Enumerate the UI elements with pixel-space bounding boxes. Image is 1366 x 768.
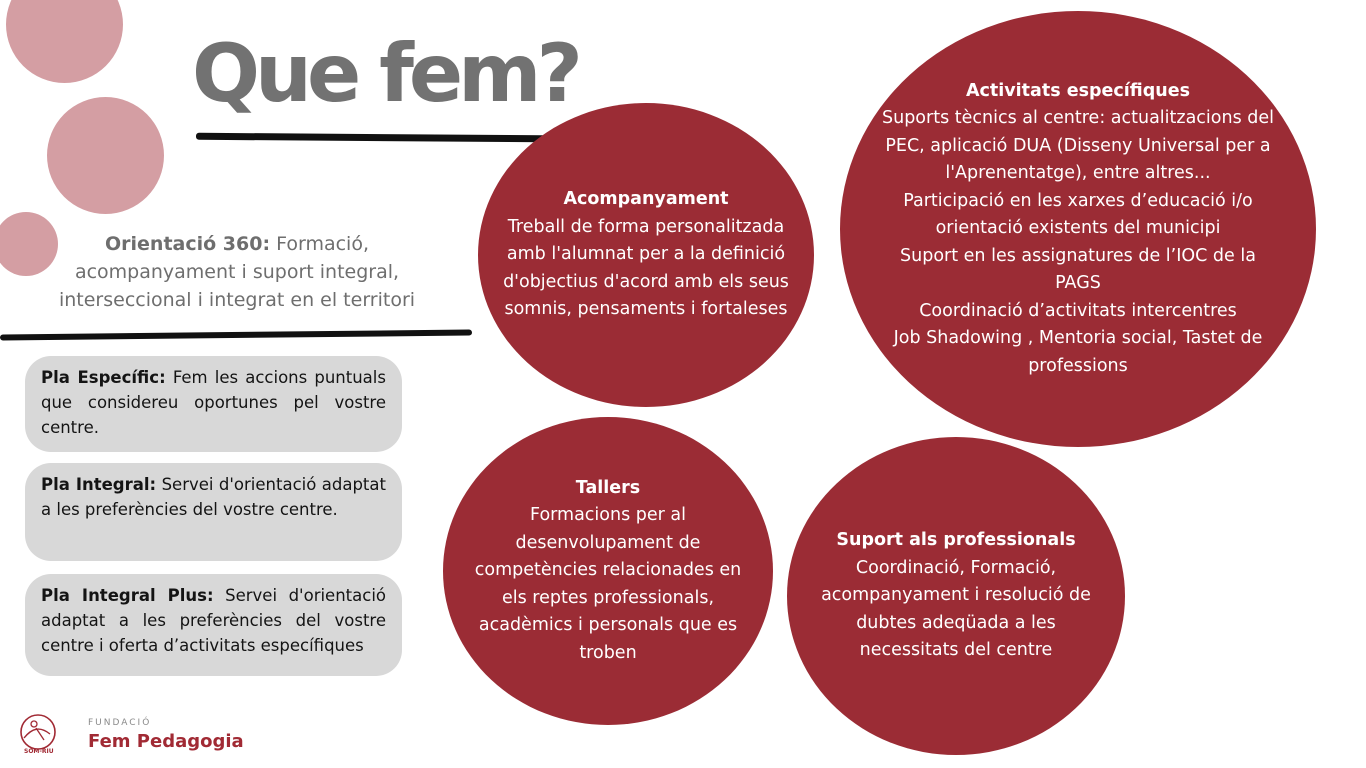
- logo-small-text: FUNDACIÓ: [88, 718, 152, 728]
- decor-circle-small: [0, 212, 58, 276]
- intro-bold: Orientació 360:: [105, 233, 271, 255]
- plan-especific-card: Pla Específic: Fem les accions puntuals …: [25, 356, 402, 452]
- plan-integral-card: Pla Integral: Servei d'orientació adapta…: [25, 463, 402, 561]
- circle-title: Activitats específiques: [965, 80, 1191, 101]
- intro-underline: [0, 329, 473, 341]
- intro-body: Formació, acompanyament i suport integra…: [58, 233, 416, 311]
- foundation-logo: SOM-RIU FUNDACIÓ Fem Pedagogia: [14, 708, 254, 760]
- logo-name: Fem Pedagogia: [88, 731, 244, 752]
- plan-integral-label: Pla Integral:: [41, 475, 157, 494]
- circle-body: Treball de forma personalitzada amb l'al…: [503, 216, 789, 320]
- plan-integral-text: Servei d'orientació adaptat a les prefer…: [41, 475, 386, 519]
- plan-especific-label: Pla Específic:: [41, 368, 166, 387]
- intro-text: Orientació 360: Formació, acompanyament …: [30, 230, 444, 314]
- circle-body: Formacions per al desenvolupament de com…: [474, 505, 742, 663]
- plan-especific-text: Fem les accions puntuals que considereu …: [41, 368, 386, 437]
- logo-tagline: SOM-RIU: [24, 748, 54, 755]
- title-underline: [195, 132, 547, 143]
- circle-title: Suport als professionals: [836, 530, 1076, 551]
- decor-circle-middle: [47, 97, 164, 214]
- circle-body: Coordinació, Formació, acompanyament i r…: [821, 557, 1091, 661]
- circle-tallers: Tallers Formacions per al desenvolupamen…: [443, 417, 773, 725]
- plan-integral-plus-label: Pla Integral Plus:: [41, 586, 214, 605]
- logo-mark-icon: [20, 714, 56, 750]
- circle-activitats-especifiques: Activitats específiques Suports tècnics …: [840, 11, 1316, 447]
- plan-integral-plus-card: Pla Integral Plus: Servei d'orientació a…: [25, 574, 402, 676]
- circle-title: Acompanyament: [563, 189, 729, 210]
- page-title: Que fem?: [192, 27, 583, 120]
- decor-circle-top: [6, 0, 123, 83]
- plan-integral-plus-text: Servei d'orientació adaptat a les prefer…: [41, 586, 386, 655]
- circle-body: Suports tècnics al centre: actualitzacio…: [882, 108, 1274, 376]
- circle-suport-professionals: Suport als professionals Coordinació, Fo…: [787, 437, 1125, 755]
- circle-acompanyament: Acompanyament Treball de forma personali…: [478, 103, 814, 407]
- circle-title: Tallers: [575, 477, 641, 498]
